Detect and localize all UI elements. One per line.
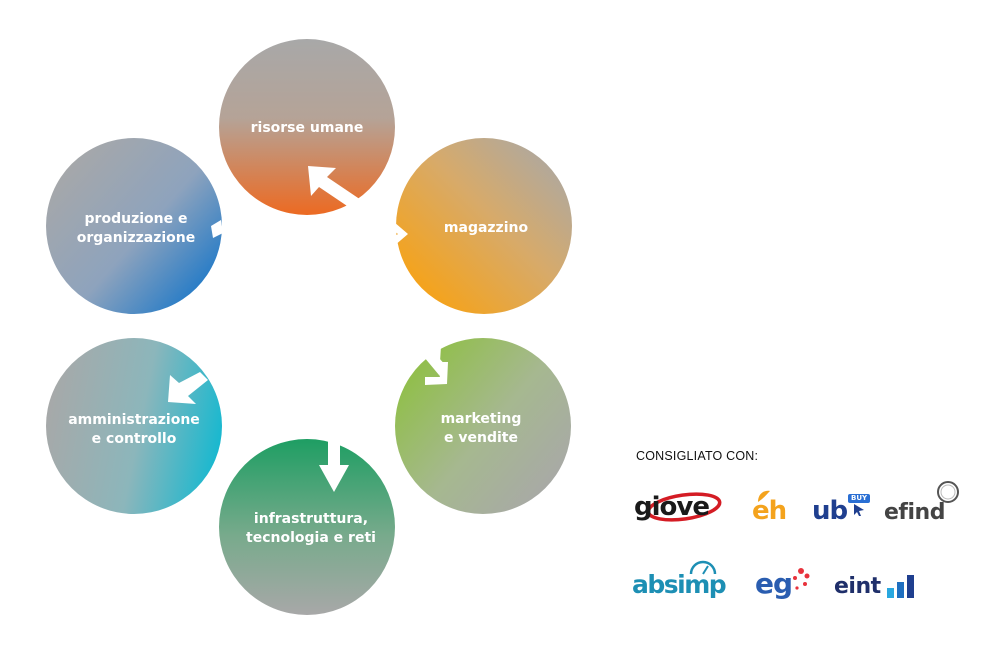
logo-absimp[interactable]: absimp	[632, 558, 732, 602]
label-marketing-line2: e vendite	[444, 430, 518, 446]
logo-ub[interactable]: ub BUY	[812, 494, 874, 526]
flow-arrows	[168, 166, 448, 492]
arrow-to-infrastruttura	[319, 437, 349, 492]
logo-eg-text: eg	[755, 567, 793, 600]
notch-produzione	[211, 220, 223, 238]
logo-efind-text: efind	[884, 500, 945, 525]
magnifier-ring-icon	[937, 481, 959, 503]
label-amministrazione-line1: amministrazione	[68, 412, 200, 428]
label-amministrazione-line2: e controllo	[92, 431, 177, 447]
logo-eint[interactable]: eint	[834, 572, 920, 602]
bars-icon	[887, 575, 914, 598]
logo-giove-text: giove	[634, 492, 710, 522]
buy-badge: BUY	[848, 494, 871, 503]
arrow-to-risorse	[308, 166, 367, 214]
arrow-to-marketing	[424, 346, 448, 385]
logo-absimp-text: absimp	[632, 570, 727, 599]
label-risorse-umane: risorse umane	[251, 120, 364, 136]
node-marketing-vendite: marketing e vendite	[395, 338, 571, 514]
node-produzione: produzione e organizzazione	[46, 138, 222, 314]
partners-caption: CONSIGLIATO CON:	[636, 449, 759, 463]
logo-eh[interactable]: eh	[750, 488, 792, 526]
logo-eg[interactable]: eg	[755, 566, 811, 602]
logo-giove[interactable]: giove	[634, 490, 724, 526]
gauge-icon	[689, 560, 717, 575]
label-produzione-line1: produzione e	[85, 211, 188, 227]
arrow-to-amministrazione	[168, 372, 208, 404]
logo-eh-text: eh	[752, 496, 787, 526]
label-magazzino: magazzino	[444, 220, 529, 236]
splash-icon	[793, 568, 810, 590]
cursor-icon	[854, 504, 864, 516]
node-infrastruttura: infrastruttura, tecnologia e reti	[219, 439, 395, 615]
logo-eint-text: eint	[834, 574, 881, 599]
node-magazzino: magazzino	[396, 138, 572, 314]
label-infrastruttura-line1: infrastruttura,	[254, 511, 368, 527]
notch-magazzino	[390, 222, 408, 246]
node-risorse-umane: risorse umane	[219, 39, 395, 215]
label-produzione-line2: organizzazione	[77, 230, 196, 246]
node-amministrazione: amministrazione e controllo	[46, 338, 222, 514]
giove-swoosh-icon	[646, 492, 722, 522]
cycle-diagram: risorse umane magazzino marketing e vend…	[46, 39, 572, 615]
label-infrastruttura-line2: tecnologia e reti	[246, 530, 376, 546]
logo-ub-text: ub	[812, 496, 848, 526]
logo-efind[interactable]: efind	[884, 478, 964, 526]
label-marketing-line1: marketing	[441, 411, 522, 427]
eh-leaf-icon	[758, 490, 770, 502]
